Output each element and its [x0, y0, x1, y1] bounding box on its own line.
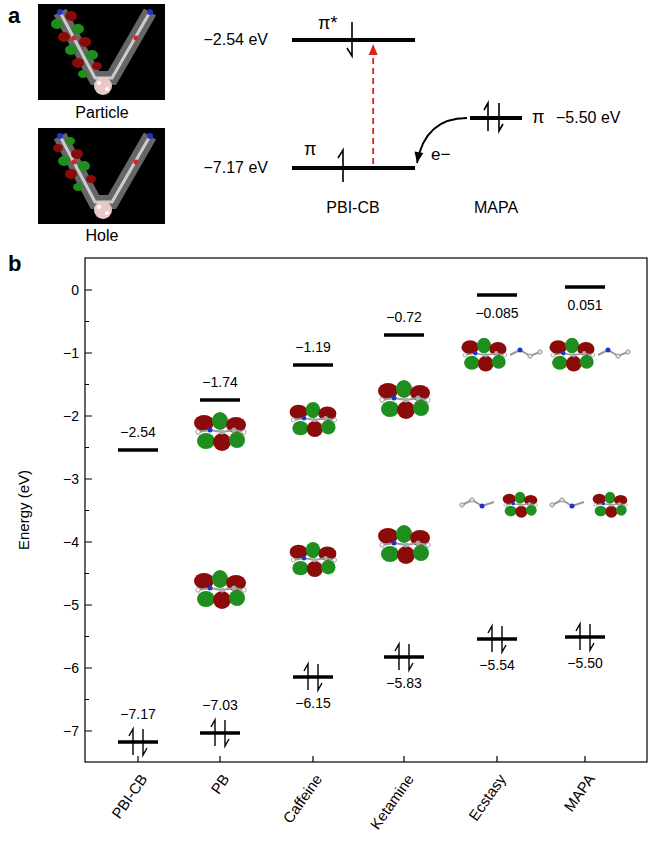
tick-label: −2	[63, 408, 79, 425]
lumo-value: 0.051	[567, 297, 602, 314]
molecule-name: MAPA	[474, 198, 518, 217]
arrow-head	[414, 151, 423, 163]
plot-frame	[85, 258, 647, 762]
arrow-head	[369, 44, 378, 55]
category-label: PBI-CB	[108, 771, 151, 822]
level-label: π	[532, 107, 544, 129]
category-label: Ketamine	[366, 771, 417, 833]
molecule-name: PBI-CB	[326, 198, 379, 217]
lumo-value: −0.085	[475, 305, 518, 322]
energy-levels	[118, 287, 605, 742]
level-label: −5.50 eV	[556, 108, 621, 127]
tick-label: −5	[63, 597, 79, 614]
lumo-value: −1.74	[202, 374, 237, 391]
homo-value: −7.03	[202, 697, 237, 714]
panel-letter: a	[8, 3, 20, 29]
homo-value: −7.17	[120, 706, 155, 723]
orbital-pictures	[194, 338, 630, 609]
axis-title: Energy (eV)	[15, 470, 33, 550]
tick-label: −6	[63, 660, 79, 677]
energy-level: −7.17 eVπ	[292, 166, 415, 170]
energy-level: π−5.50 eV	[470, 116, 522, 120]
level-label: −2.54 eV	[204, 30, 269, 49]
tick-label: −3	[63, 471, 79, 488]
spin-arrows	[338, 22, 503, 182]
homo-value: −5.50	[567, 655, 602, 672]
electron-pairs	[129, 624, 594, 755]
particle-image	[38, 4, 165, 100]
hole-image	[38, 128, 165, 224]
homo-value: −5.83	[386, 675, 421, 692]
category-label: Caffeine	[280, 771, 327, 827]
panel-letter: b	[8, 251, 21, 277]
category-label: Ecstasy	[466, 771, 511, 824]
tick-label: −4	[63, 534, 79, 551]
category-label: MAPA	[560, 771, 598, 815]
homo-value: −5.54	[479, 657, 514, 674]
tick-label: −7	[63, 723, 79, 740]
lumo-value: −2.54	[120, 424, 155, 441]
image-caption: Particle	[75, 103, 128, 122]
image-caption: Hole	[86, 226, 119, 245]
level-label: π*	[318, 13, 337, 35]
edge-label: e−	[429, 145, 452, 165]
lumo-value: −1.19	[295, 339, 330, 356]
homo-value: −6.15	[295, 695, 330, 712]
tick-label: 0	[71, 282, 79, 299]
level-label: −7.17 eV	[204, 158, 269, 177]
energy-level: −2.54 eVπ*	[292, 38, 415, 42]
connector	[372, 44, 374, 164]
lumo-value: −0.72	[386, 309, 421, 326]
tick-label: −1	[63, 345, 79, 362]
category-label: PB	[207, 771, 233, 798]
level-label: π	[304, 139, 316, 161]
